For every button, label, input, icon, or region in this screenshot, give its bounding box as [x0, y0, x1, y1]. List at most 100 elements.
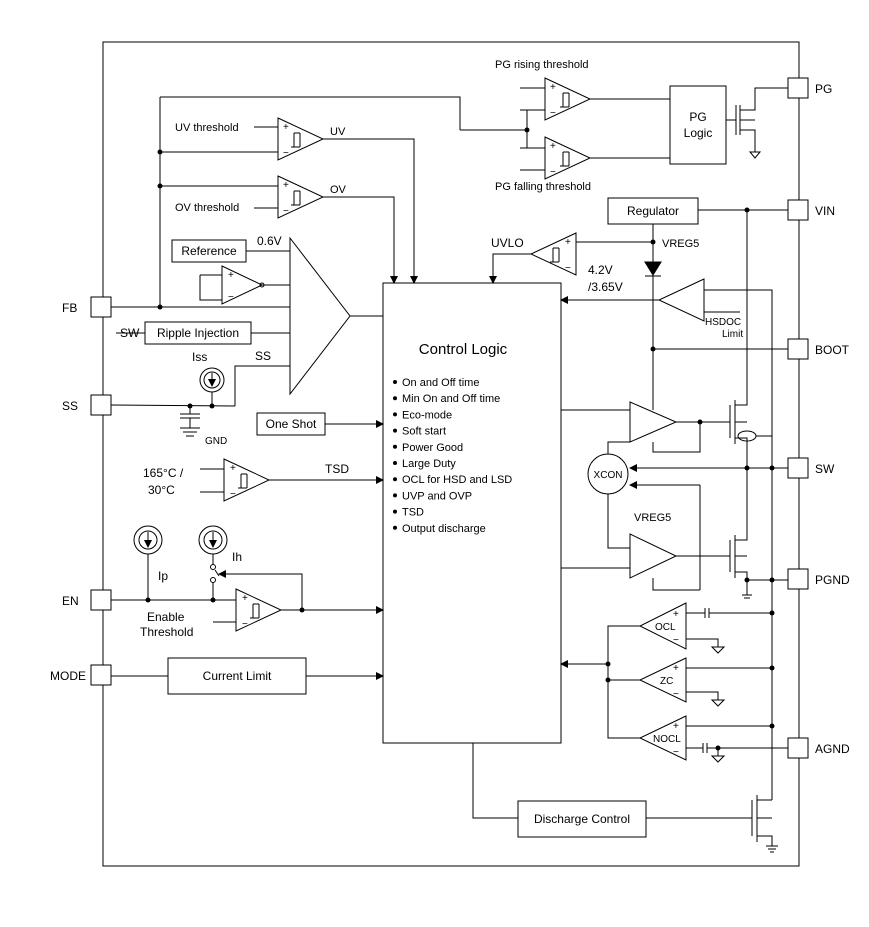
pg-falling-comparator: + − — [544, 136, 592, 180]
regulator-block: Regulator — [607, 197, 699, 225]
svg-text:Regulator: Regulator — [627, 204, 679, 218]
svg-text:−: − — [673, 747, 679, 758]
svg-text:NOCL: NOCL — [653, 734, 681, 745]
current-limit-block: Current Limit — [167, 657, 307, 695]
feature-bullet — [393, 477, 397, 482]
reference-block: Reference — [171, 239, 247, 263]
svg-text:FB: FB — [62, 301, 77, 315]
uv-label: UV — [330, 126, 346, 138]
one-shot-block: One Shot — [256, 412, 326, 436]
svg-text:PG: PG — [689, 110, 706, 124]
pg-rising-comparator: + − — [544, 77, 592, 121]
svg-text:PG: PG — [815, 82, 832, 96]
svg-text:−: − — [673, 689, 679, 700]
svg-text:−: − — [565, 263, 571, 274]
pin-agnd: AGND — [787, 737, 850, 759]
tsd-temp-lo-label: 30°C — [148, 483, 175, 497]
svg-text:+: + — [673, 663, 679, 674]
feature-bullet — [393, 428, 397, 433]
ocl-comparator: + − OCL — [638, 602, 687, 650]
svg-text:Discharge Control: Discharge Control — [534, 812, 630, 826]
svg-text:+: + — [550, 141, 556, 152]
feature-bullet — [393, 444, 397, 449]
svg-text:−: − — [228, 292, 234, 303]
svg-text:Reference: Reference — [181, 244, 237, 258]
tsd-label: TSD — [325, 462, 349, 476]
svg-text:EN: EN — [62, 594, 79, 608]
svg-text:−: − — [673, 635, 679, 646]
svg-text:ZC: ZC — [660, 676, 673, 687]
high-side-driver — [629, 401, 678, 443]
tsd-temp-hi-label: 165°C / — [143, 466, 184, 480]
v06-label: 0.6V — [257, 234, 282, 248]
tsd-comparator: + − — [223, 458, 271, 502]
pg-rising-label: PG rising threshold — [495, 59, 589, 71]
svg-text:−: − — [550, 108, 556, 119]
svg-text:−: − — [283, 148, 289, 159]
iss-current-source — [199, 367, 225, 393]
uv-threshold-label: UV threshold — [175, 122, 239, 134]
feature-bullet — [393, 380, 397, 384]
gnd-label: GND — [205, 436, 227, 447]
enable-label: Enable — [147, 610, 185, 624]
svg-text:XCON: XCON — [594, 470, 623, 481]
ih-current-source — [198, 525, 228, 555]
svg-text:+: + — [673, 721, 679, 732]
svg-text:+: + — [673, 609, 679, 620]
svg-text:+: + — [230, 463, 236, 474]
low-side-driver — [629, 533, 678, 579]
feature-bullet — [393, 412, 397, 417]
control-logic-feature: Soft start — [402, 426, 446, 438]
feature-bullet — [393, 396, 397, 401]
pin-pg: PG — [787, 77, 832, 99]
pin-en: EN — [62, 589, 112, 611]
control-logic-feature: Min On and Off time — [402, 393, 500, 405]
svg-text:VIN: VIN — [815, 204, 835, 218]
svg-text:SS: SS — [62, 399, 78, 413]
control-logic-feature: UVP and OVP — [402, 490, 472, 502]
pwm-comparator — [289, 236, 351, 396]
control-logic-feature: On and Off time — [402, 377, 479, 389]
ss-internal-label: SS — [255, 349, 271, 363]
svg-text:OCL: OCL — [655, 622, 676, 633]
pin-fb: FB — [62, 296, 112, 318]
svg-text:+: + — [550, 82, 556, 93]
pin-ss: SS — [62, 394, 112, 416]
hsdoc-comparator — [657, 278, 705, 322]
svg-text:−: − — [283, 206, 289, 217]
control-logic-feature: OCL for HSD and LSD — [402, 474, 512, 486]
svg-text:SW: SW — [815, 462, 835, 476]
feature-bullet — [393, 493, 397, 498]
svg-text:Current Limit: Current Limit — [203, 669, 272, 683]
control-logic-feature: Large Duty — [402, 458, 456, 470]
svg-text:+: + — [283, 180, 289, 191]
svg-text:Logic: Logic — [684, 126, 713, 140]
hsdoc-limit-label: Limit — [722, 329, 743, 340]
uvlo-low-label: /3.65V — [588, 280, 623, 294]
control-logic-feature: TSD — [402, 507, 424, 519]
svg-text:Ripple Injection: Ripple Injection — [157, 326, 239, 340]
uv-comparator: + − — [277, 117, 325, 161]
ip-label: Ip — [158, 569, 168, 583]
threshold-label: Threshold — [140, 625, 193, 639]
pin-boot: BOOT — [787, 338, 850, 360]
svg-text:+: + — [565, 237, 571, 248]
svg-text:BOOT: BOOT — [815, 343, 850, 357]
svg-text:AGND: AGND — [815, 742, 850, 756]
pin-vin: VIN — [787, 199, 835, 221]
control-logic-feature: Output discharge — [402, 523, 486, 535]
feature-bullet — [393, 509, 397, 514]
iss-label: Iss — [192, 350, 207, 364]
ripple-injection-block: Ripple Injection — [144, 321, 252, 345]
uvlo-label: UVLO — [491, 236, 524, 250]
svg-text:−: − — [550, 167, 556, 178]
pin-sw: SW — [787, 457, 835, 479]
enable-comparator: + − — [235, 588, 283, 632]
svg-text:+: + — [228, 270, 234, 281]
hsdoc-label: HSDOC — [705, 317, 741, 328]
pg-logic-block: PG Logic — [669, 85, 727, 165]
zc-comparator: + − ZC — [638, 657, 687, 703]
